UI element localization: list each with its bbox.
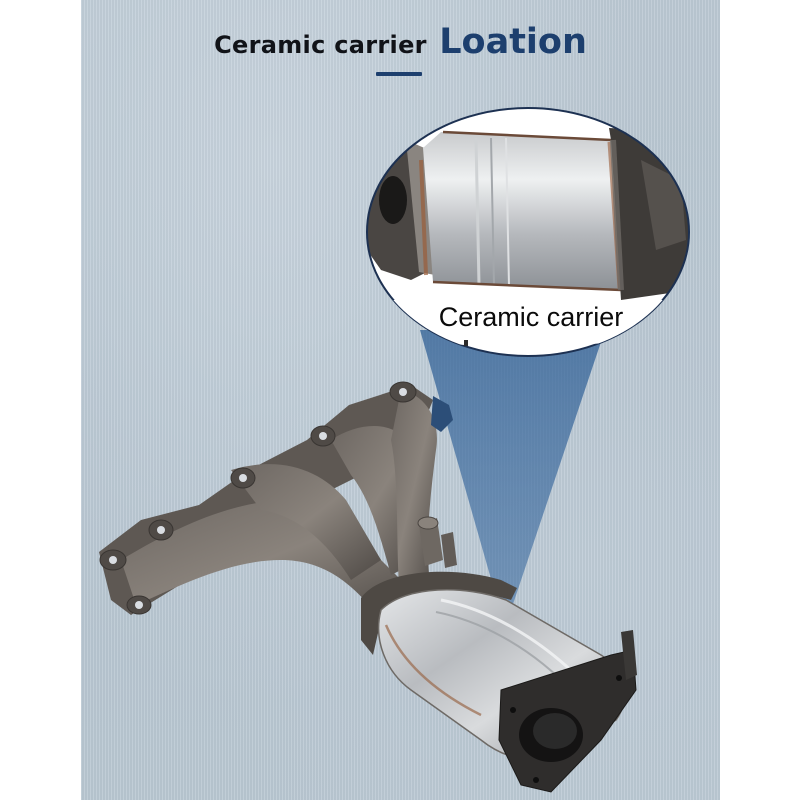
exhaust-manifold: [99, 381, 457, 620]
heading-underline: [376, 72, 422, 76]
sensor-bungs: [417, 516, 457, 568]
heading-emphasis: Loation: [439, 22, 587, 62]
product-image-panel: Ceramic carrier Loation Ceramic carrier: [81, 0, 720, 800]
callout-label: Ceramic carrier: [438, 302, 624, 332]
callout-beam: [420, 330, 605, 628]
callout-magnifier: [366, 107, 690, 357]
mounting-bracket: [621, 630, 637, 680]
page-heading: Ceramic carrier Loation: [81, 22, 720, 62]
outlet-flange: [498, 649, 637, 793]
catalytic-converter: [361, 571, 637, 793]
product-illustration: [99, 107, 690, 793]
heading-prefix: Ceramic carrier: [214, 31, 427, 59]
